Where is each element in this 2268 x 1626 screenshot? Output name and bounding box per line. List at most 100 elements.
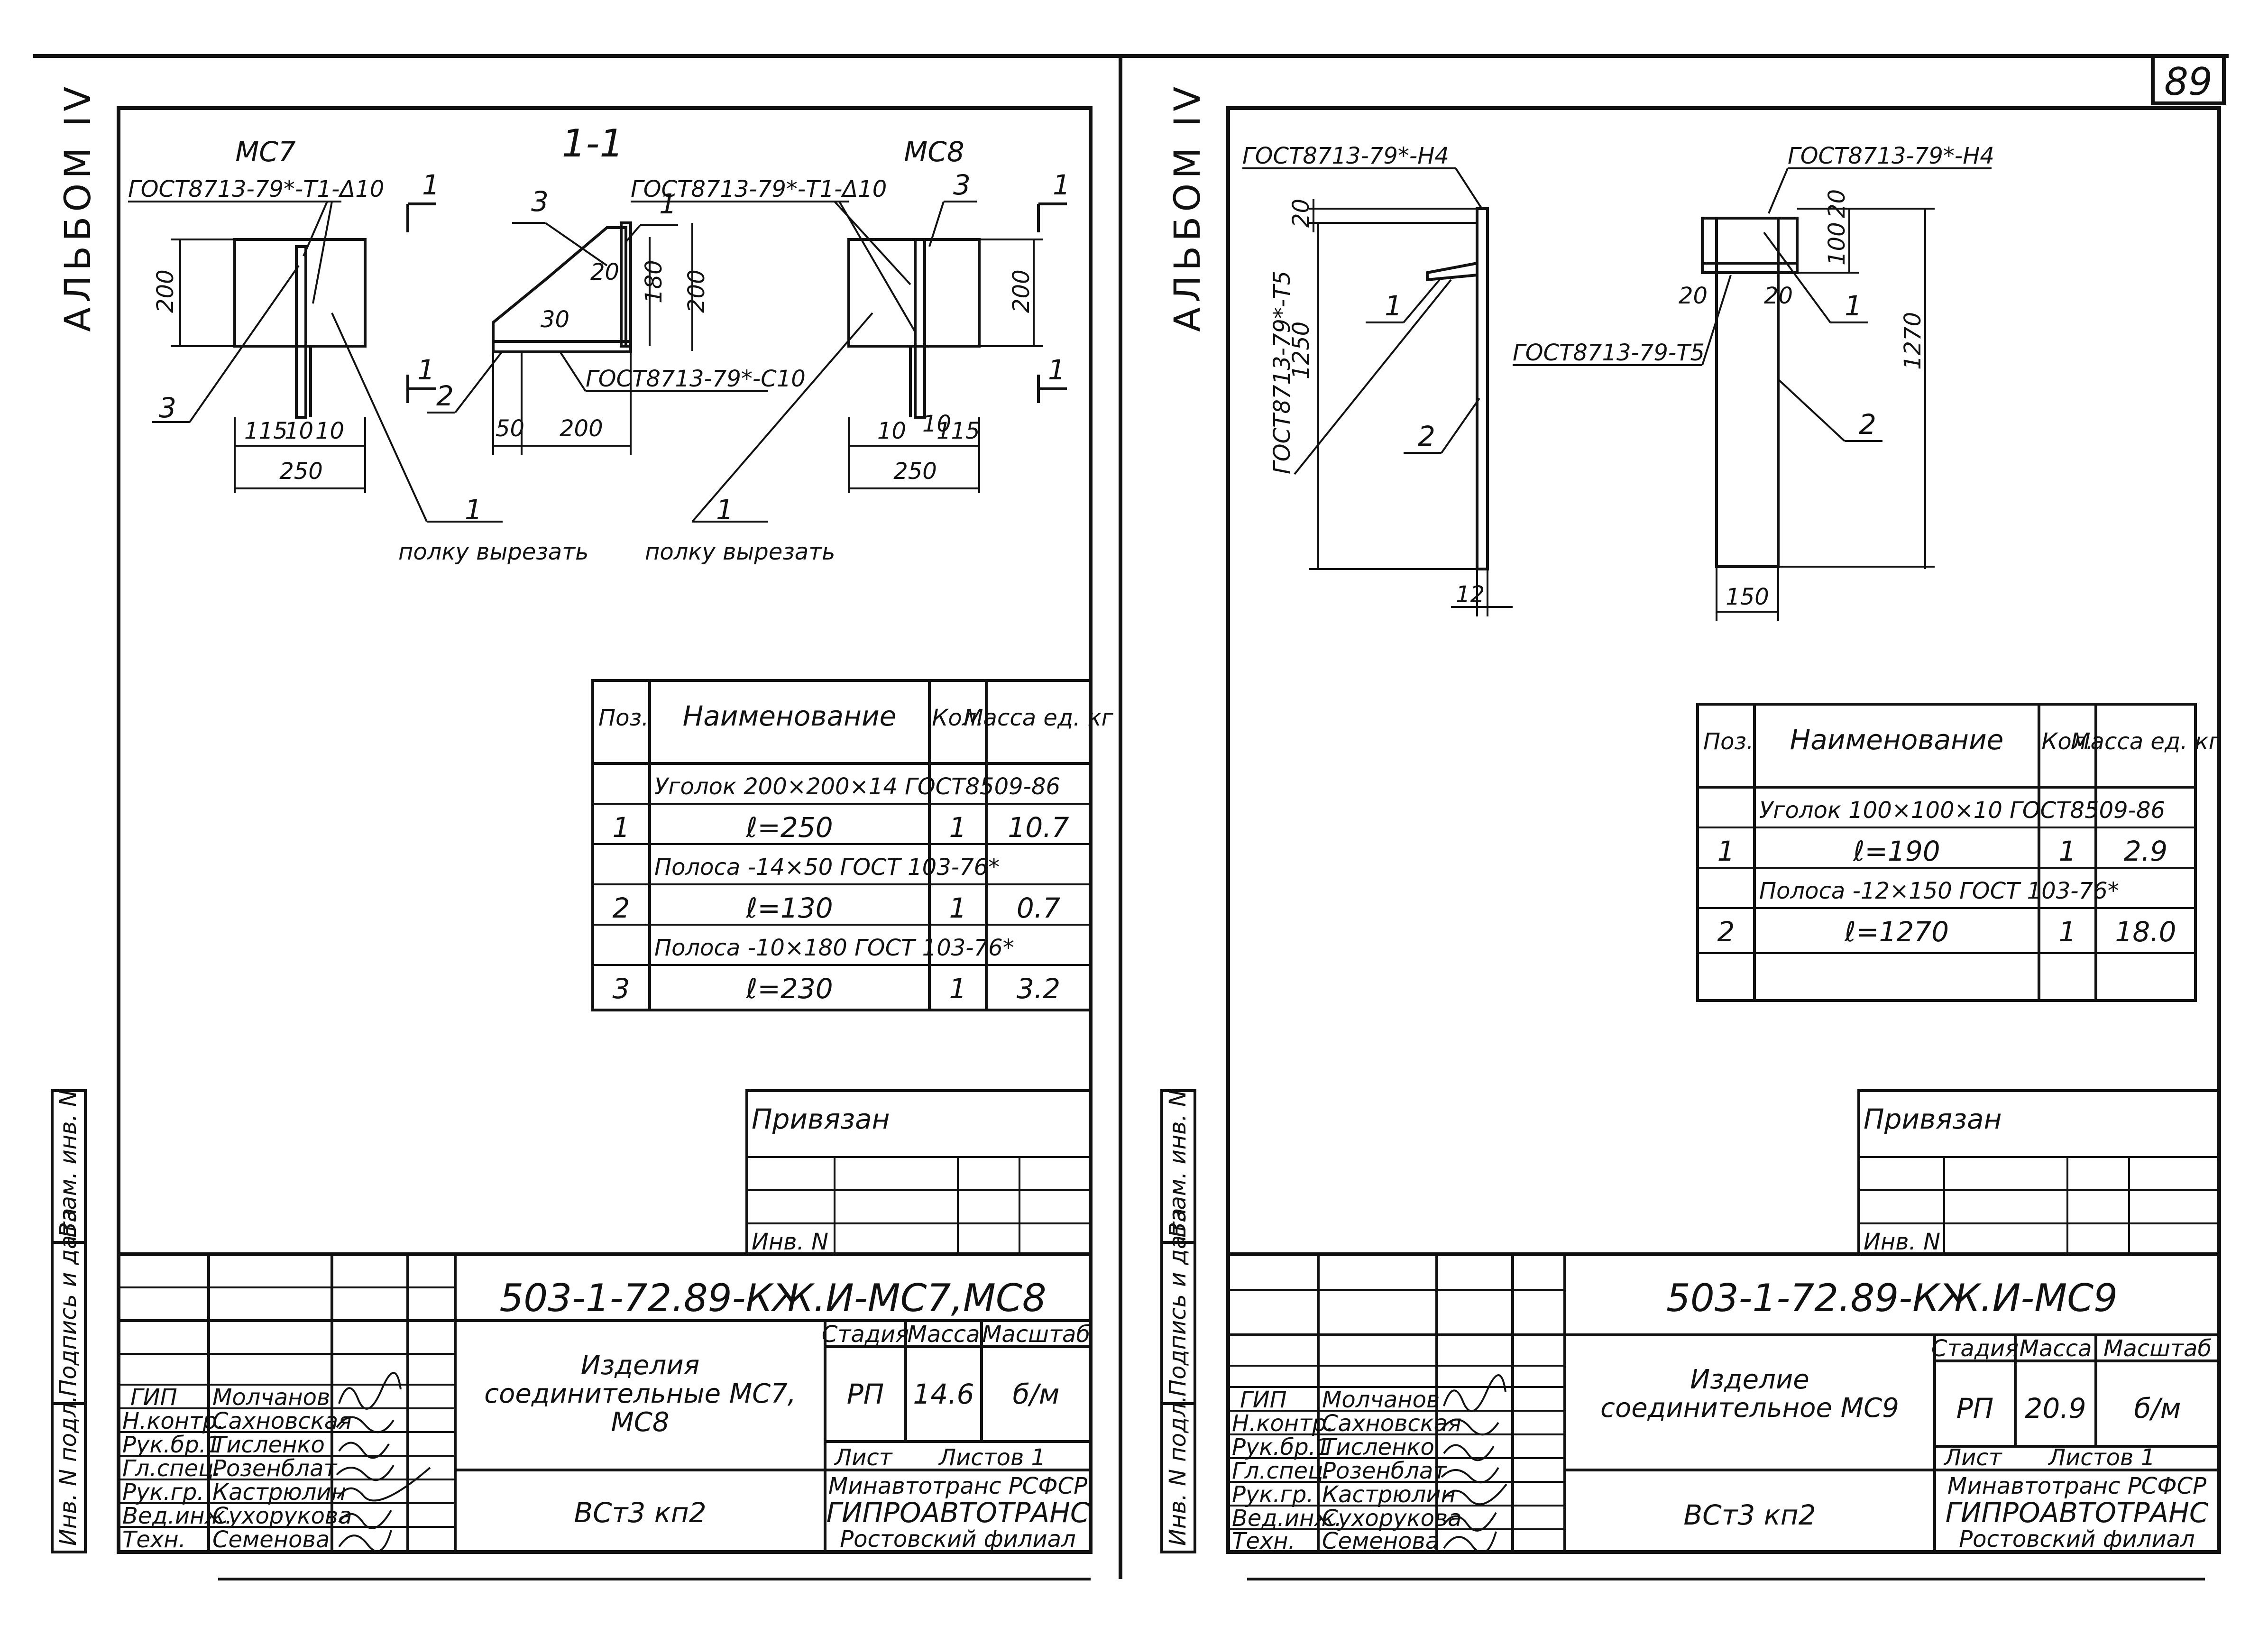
section-dim-200: 200 [683, 269, 710, 313]
mc7-dim-200: 200 [152, 269, 179, 313]
left-row5-name: Полоса -10×180 ГОСТ 103-76* [654, 935, 1014, 961]
mc8-dim-200: 200 [1008, 269, 1035, 313]
right-role-3: Гл.спец. [1232, 1458, 1331, 1484]
left-sheet-label: Лист [834, 1444, 893, 1471]
section-dim-200b: 200 [560, 415, 603, 442]
right-org1: Минавтотранс РСФСР [1947, 1473, 2206, 1499]
mc9-callout-1a: 1 [1385, 290, 1402, 322]
left-th-name: Наименование [683, 700, 897, 732]
section-dim-50: 50 [496, 415, 524, 442]
mc8-cut-mark-top: 1 [1053, 169, 1070, 201]
right-mass: 20.9 [2025, 1392, 2086, 1424]
right-row3-name: Полоса -12×150 ГОСТ 103-76* [1759, 878, 2119, 904]
right-row1-name: Уголок 100×100×10 ГОСТ8509-86 [1759, 797, 2165, 824]
mc8-title: МС8 [904, 136, 964, 168]
right-role-4: Рук.гр. [1232, 1481, 1314, 1508]
left-row4-name: ℓ=130 [745, 892, 833, 924]
left-row3-name: Полоса -14×50 ГОСТ 103-76* [654, 854, 1000, 881]
right-role-6: Техн. [1232, 1528, 1295, 1554]
cut-mark-1-top: 1 [422, 169, 440, 201]
right-row2-qty: 1 [2059, 835, 2076, 867]
left-scale: б/м [1012, 1378, 1059, 1410]
left-side-strip: Инв. N подл. Подпись и дата Взам. инв. N [51, 1089, 87, 1553]
right-name-0: Молчанов [1322, 1387, 1440, 1413]
page-number-box [2151, 54, 2226, 105]
left-row4-mass: 0.7 [1017, 892, 1060, 924]
right-inner-frame [1226, 106, 2221, 1554]
right-inv-no: Инв. N [1864, 1229, 1940, 1255]
right-row4-qty: 1 [2059, 916, 2076, 948]
left-th-pos: Поз. [598, 705, 649, 731]
right-stamp-material: ВСт3 кп2 [1683, 1499, 1816, 1531]
mc7-gost: ГОСТ8713-79*-Т1-Δ10 [128, 176, 384, 202]
left-stamp-code: 503-1-72.89-КЖ.И-МС7,МС8 [499, 1276, 1046, 1320]
mc7-callout-1: 1 [465, 494, 482, 526]
left-th-qty: Кол. [932, 705, 983, 731]
left-row2-pos: 1 [613, 811, 630, 844]
left-role-3: Гл.спец. [122, 1455, 221, 1482]
mc9-dim-20d: 20 [1764, 283, 1793, 309]
section-dim-30: 30 [541, 306, 569, 333]
mc9-dim-12: 12 [1456, 581, 1485, 608]
mc7-dim-115: 115 [244, 418, 288, 444]
mc7-view: МС7 ГОСТ8713-79*-Т1-Δ10 200 115 10 10 25… [128, 136, 588, 565]
section-title: 1-1 [562, 121, 624, 165]
left-stamp-title: Изделия соединительные МС7, МС8 [484, 1350, 796, 1438]
right-name-1: Сахновская [1322, 1410, 1461, 1437]
left-row1-name: Уголок 200×200×14 ГОСТ8509-86 [654, 773, 1060, 800]
right-name-4: Кастрюлин [1322, 1481, 1456, 1508]
left-spec-table: Поз. Наименование Кол. Масса ед. кг Угол… [591, 679, 1114, 1011]
left-name-2: Тисленко [212, 1432, 325, 1458]
right-th-qty: Кол. [2041, 728, 2093, 755]
mc9-dim-100: 100 [1824, 222, 1850, 266]
right-strip-vzam: Взам. инв. N [1165, 1090, 1191, 1238]
mc9-dim-150: 150 [1726, 584, 1769, 610]
section-callout-2: 2 [436, 380, 454, 412]
mc9-dim-1250: 1250 [1288, 322, 1314, 379]
right-th-name: Наименование [1790, 724, 2004, 756]
right-row2-mass: 2.9 [2124, 835, 2167, 867]
right-th-pos: Поз. [1703, 728, 1754, 755]
left-org2: ГИПРОАВТОТРАНС [826, 1497, 1090, 1529]
right-role-2: Рук.бр.1 [1232, 1434, 1330, 1461]
left-title-block: ГИП Н.контр. Рук.бр.1 Гл.спец. Рук.гр. В… [119, 1252, 1091, 1553]
left-strip-sign: Подпись и дата [55, 1208, 82, 1396]
left-name-5: Сухорукова [212, 1503, 352, 1529]
right-row2-name: ℓ=190 [1853, 835, 1940, 867]
right-role-1: Н.контр. [1232, 1410, 1334, 1437]
section-base [492, 340, 632, 353]
left-sheets-label: Листов 1 [938, 1444, 1046, 1471]
mc8-gost: ГОСТ8713-79*-Т1-Δ10 [631, 176, 887, 202]
left-name-3: Розенблат [212, 1455, 338, 1482]
mc7-dim-10b: 10 [315, 418, 344, 444]
mc8-dim-115: 115 [937, 418, 980, 444]
left-signatures [336, 1372, 431, 1553]
right-th-mass: Масса ед. кг [2071, 728, 2221, 755]
right-scale-label: Масштаб [2103, 1335, 2212, 1362]
right-album-label: АЛЬБОМ IV [1166, 82, 1208, 332]
section-callout-3: 3 [531, 185, 549, 218]
mc8-callout-1: 1 [716, 494, 734, 526]
mc8-view: МС8 ГОСТ8713-79*-Т1-Δ10 3 1 1 200 [631, 136, 1070, 565]
left-role-6: Техн. [122, 1526, 186, 1553]
right-title-block: ГИП Н.контр. Рук.бр.1 Гл.спец. Рук.гр. В… [1228, 1252, 2219, 1554]
right-row4-mass: 18.0 [2115, 916, 2176, 948]
section-callout-1: 1 [659, 188, 677, 220]
cut-mark-1-bot: 1 [417, 354, 435, 386]
right-name-3: Розенблат [1322, 1458, 1447, 1484]
mc9-dim-20c: 20 [1679, 283, 1708, 309]
left-mass: 14.6 [913, 1378, 974, 1410]
left-row6-qty: 1 [949, 973, 967, 1005]
left-stamp-material: ВСт3 кп2 [574, 1497, 706, 1529]
right-name-6: Семенова [1322, 1528, 1439, 1554]
right-signatures [1441, 1374, 1507, 1554]
right-row4-name: ℓ=1270 [1844, 916, 1949, 948]
left-name-4: Кастрюлин [212, 1479, 346, 1506]
right-strip-inv: Инв. N подл. [1165, 1396, 1191, 1546]
mc9-gost-t5-a: ГОСТ8713-79*-Т5 [1269, 271, 1295, 474]
left-org3: Ростовский филиал [840, 1526, 1076, 1553]
left-strip-vzam: Взам. инв. N [55, 1090, 82, 1238]
section-1-1-view: 1-1 20 180 200 30 50 200 3 1 2 [427, 121, 806, 455]
mc9-dim-1270: 1270 [1900, 312, 1926, 370]
left-role-0: ГИП [130, 1384, 177, 1411]
